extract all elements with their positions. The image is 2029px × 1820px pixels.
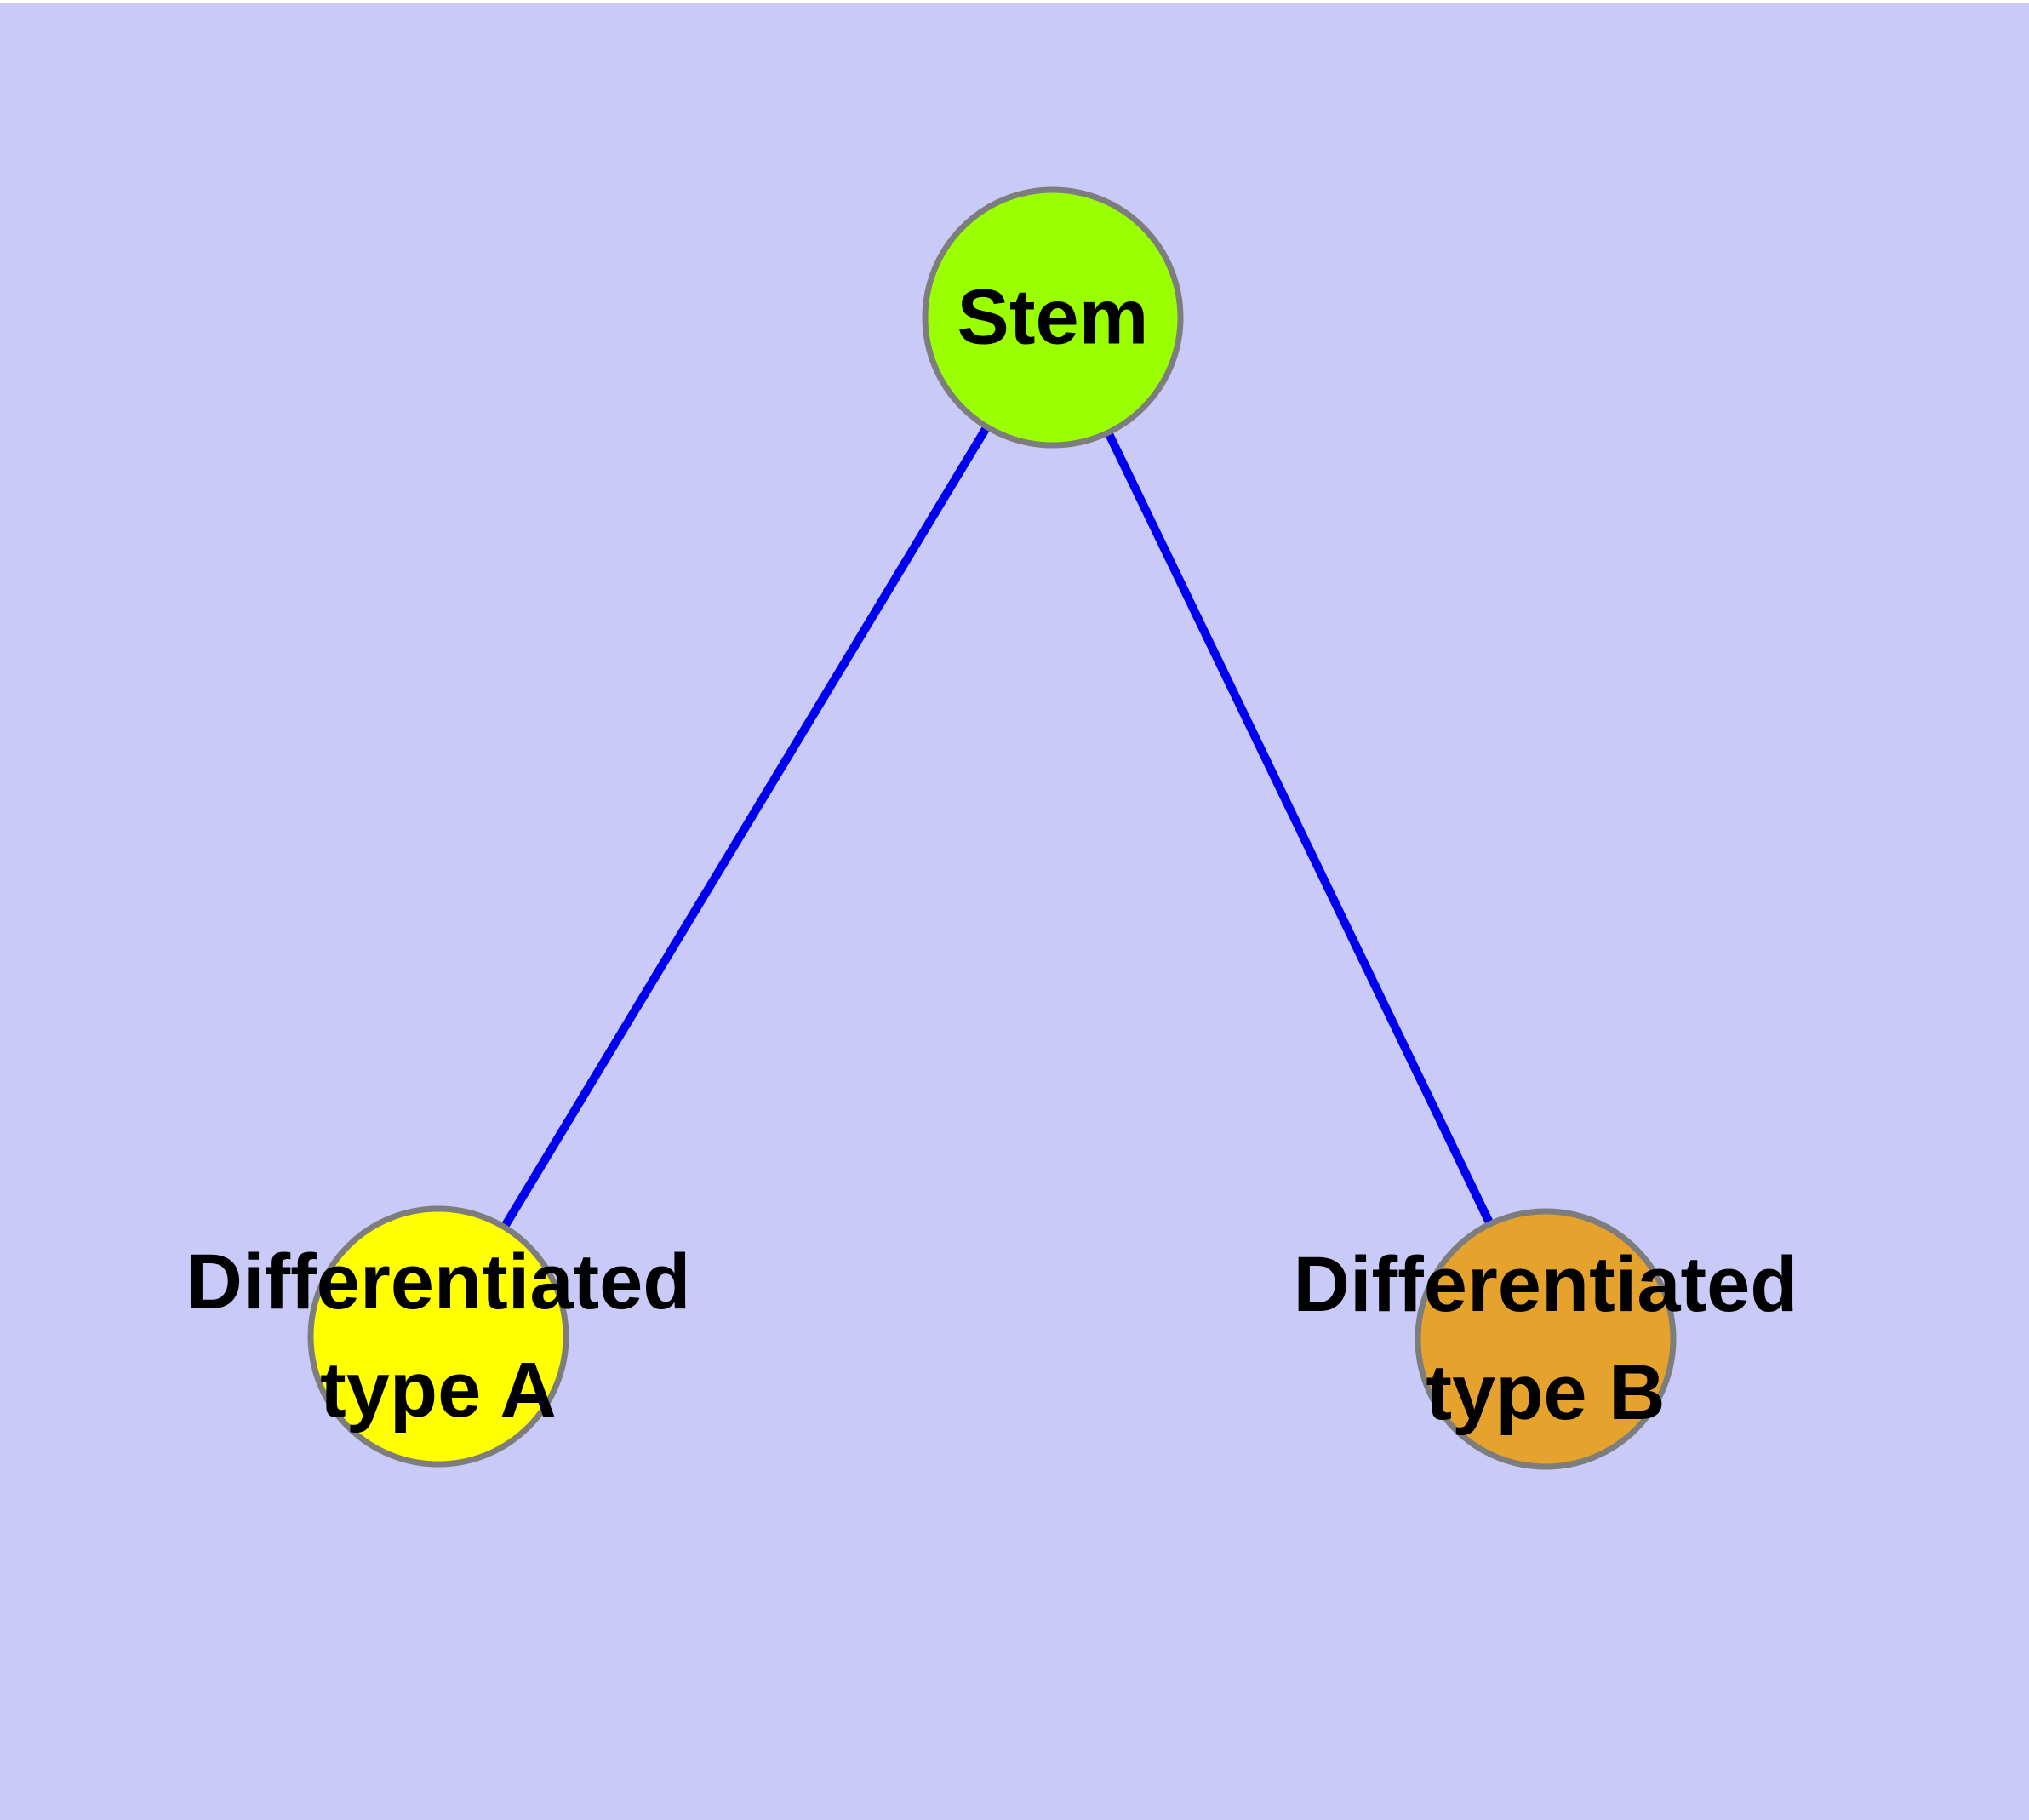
- top-border-strip: [0, 0, 2029, 3]
- edge-stem-to-typeA: [434, 315, 1057, 1339]
- node-typeB-circle: [1415, 1208, 1677, 1470]
- edge-stem-to-typeB: [1049, 315, 1550, 1342]
- node-stem-circle: [922, 186, 1184, 449]
- node-typeA-circle: [307, 1205, 569, 1468]
